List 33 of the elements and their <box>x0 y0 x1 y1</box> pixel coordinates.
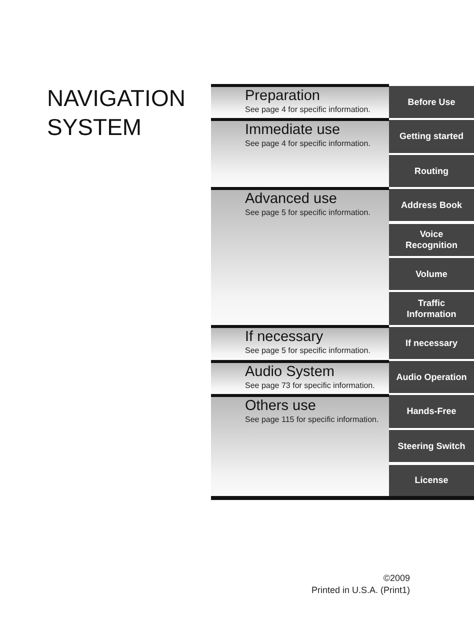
page-reference: See page 4 for specific information. <box>245 105 372 115</box>
page-reference: See page 115 for specific information. <box>245 415 380 425</box>
chapter-tab: If necessary <box>389 327 474 359</box>
footer-note: ©2009 <box>383 573 410 584</box>
page-reference: See page 5 for specific information. <box>245 346 372 356</box>
chapter-tab: Getting started <box>389 120 474 153</box>
title: NAVIGATION SYSTEM <box>47 84 186 142</box>
page-reference: See page 5 for specific information. <box>245 208 372 218</box>
chapter-tab: Hands-Free <box>389 395 474 428</box>
section-band <box>211 187 389 326</box>
section-heading: If necessary <box>245 329 324 346</box>
chapter-tab: Audio Operation <box>389 361 474 393</box>
page-reference: See page 73 for specific information. <box>245 381 376 391</box>
chapter-tab: Steering Switch <box>389 430 474 462</box>
section-band <box>211 394 389 497</box>
chapter-tab: Address Book <box>389 189 474 221</box>
chapter-tab: Before Use <box>389 86 474 118</box>
section-heading: Preparation <box>245 88 321 105</box>
section-heading: Audio System <box>245 364 336 381</box>
chapter-tab: Routing <box>389 155 474 187</box>
chapter-tab: Voice Recognition <box>389 224 474 256</box>
chapter-tab: Volume <box>389 258 474 290</box>
section-heading: Others use <box>245 398 317 415</box>
section-band <box>211 325 389 360</box>
section-heading: Immediate use <box>245 122 342 139</box>
section-band <box>211 360 389 394</box>
section-band <box>211 84 389 118</box>
page-reference: See page 4 for specific information. <box>245 139 372 149</box>
section-heading: Advanced use <box>245 191 338 208</box>
section-band <box>211 118 389 187</box>
footer-note: Printed in U.S.A. (Print1) <box>311 585 410 596</box>
chapter-tab: Traffic Information <box>389 292 474 325</box>
chapter-tab: License <box>389 465 474 496</box>
